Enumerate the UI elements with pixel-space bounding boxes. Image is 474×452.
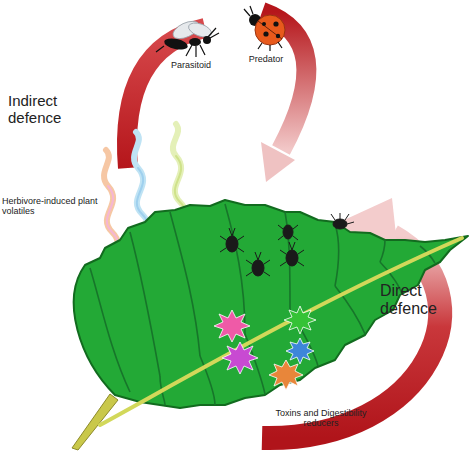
predator-ladybird-part xyxy=(255,15,285,45)
birch-leaf-part xyxy=(74,200,468,408)
leaf-stem xyxy=(72,394,118,450)
indirect-arrow xyxy=(127,12,306,182)
aphids-part xyxy=(278,225,298,240)
birch-leaf-part-part xyxy=(170,212,200,356)
aphids-part xyxy=(286,250,298,266)
aphids-part xyxy=(331,213,354,224)
defence-heading: Indirect defence xyxy=(8,92,92,127)
toxin-spots-part xyxy=(222,342,258,374)
predator-ladybird-part xyxy=(262,22,266,26)
volatile-label: Herbivore-induced plant volatiles xyxy=(2,196,114,217)
aphids xyxy=(220,213,354,276)
parasitoid-wasp-part xyxy=(163,37,189,52)
predator-ladybird-part xyxy=(276,34,280,38)
predator-ladybird-part xyxy=(244,6,253,16)
birch-leaf xyxy=(74,200,468,425)
aphids-part xyxy=(226,236,238,252)
predator-ladybird-part xyxy=(263,31,268,36)
predator-ladybird xyxy=(244,6,285,51)
indirect-arrow-part xyxy=(261,142,295,182)
parasitoid-wasp-part xyxy=(189,38,201,46)
aphids-part xyxy=(280,242,304,266)
aphids-part xyxy=(252,260,264,276)
defence-heading: Direct defence xyxy=(380,282,462,319)
birch-leaf-part xyxy=(100,238,462,425)
toxin-label: Toxins and Digestibility reducers xyxy=(262,408,380,429)
aphids-part xyxy=(220,228,244,252)
birch-leaf-part-part xyxy=(335,224,339,286)
birch-leaf-part-part xyxy=(335,286,365,334)
toxin-spots-part xyxy=(286,338,314,364)
aphids-part xyxy=(333,219,347,229)
predator-ladybird-part xyxy=(258,42,282,51)
toxin-spots xyxy=(214,306,316,390)
predator-ladybird-part xyxy=(273,21,278,26)
toxin-spots-part xyxy=(214,310,250,342)
aphids-part xyxy=(283,225,293,239)
predator-ladybird-part xyxy=(258,21,282,39)
organism-label: Parasitoid xyxy=(160,60,222,70)
toxin-spots-part xyxy=(284,306,316,334)
parasitoid-wasp xyxy=(156,18,219,57)
parasitoid-wasp-part xyxy=(203,36,211,44)
toxin-spots-part xyxy=(269,360,303,390)
aphids-part xyxy=(246,252,270,276)
birch-leaf-part-part xyxy=(130,232,160,376)
parasitoid-wasp-part xyxy=(156,28,219,57)
birch-leaf-part-part xyxy=(380,240,385,262)
birch-leaf-part-part xyxy=(225,204,245,334)
organism-label: Predator xyxy=(238,54,294,64)
birch-leaf-part-part xyxy=(90,268,130,392)
